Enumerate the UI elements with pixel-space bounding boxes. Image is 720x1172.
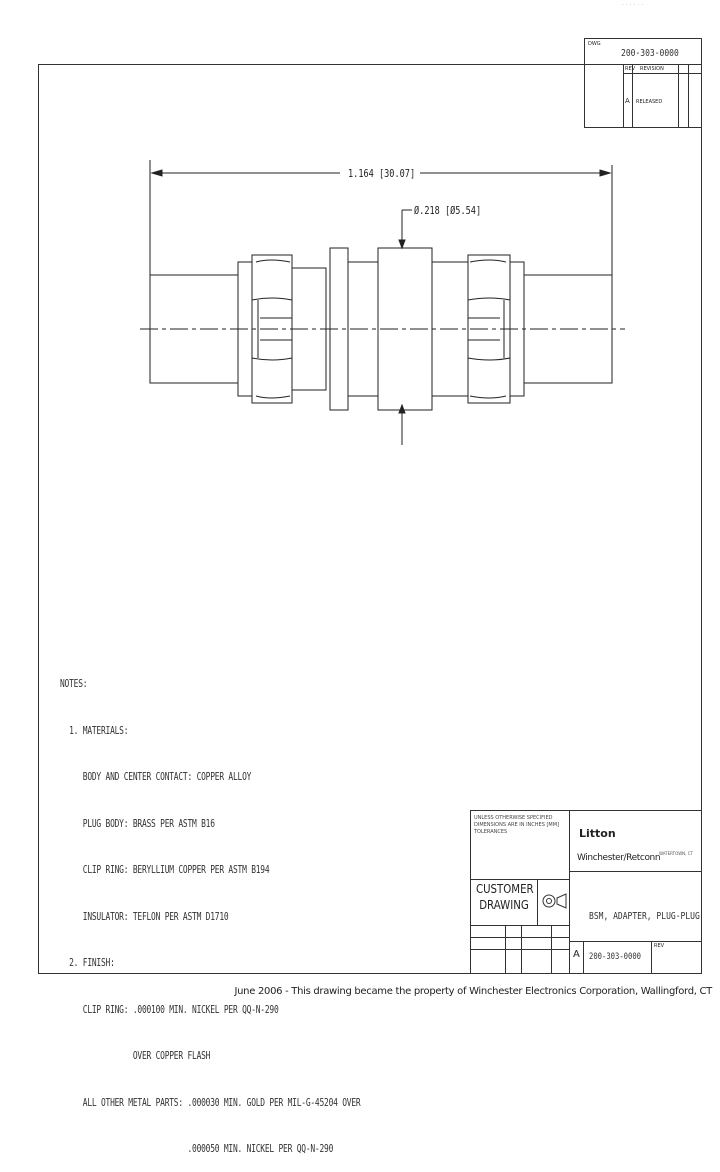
drawing-frame <box>38 64 702 974</box>
division-name: Winchester/Retconn <box>577 853 661 863</box>
notes-title: NOTES: <box>60 677 88 690</box>
revision-table: REVISION REV A RELEASED <box>623 65 702 127</box>
company-logo: Litton <box>579 827 616 840</box>
corner-mark: . . . . . . <box>622 0 643 7</box>
center-body <box>377 247 433 411</box>
division-address: WATERTOWN, CT <box>659 851 693 856</box>
notes-line: BODY AND CENTER CONTACT: COPPER ALLOY <box>60 770 252 783</box>
notes-block: NOTES: 1. MATERIALS: BODY AND CENTER CON… <box>60 645 361 1172</box>
footer-note: June 2006 - This drawing became the prop… <box>234 986 712 997</box>
rev-col-label: REV <box>625 66 636 72</box>
notes-line: CLIP RING: .000100 MIN. NICKEL PER QQ-N-… <box>60 1002 279 1016</box>
rev-header: REVISION <box>640 66 664 72</box>
dim-arrow-right <box>599 169 612 177</box>
tolerance-block: UNLESS OTHERWISE SPECIFIED DIMENSIONS AR… <box>474 815 559 835</box>
third-angle-projection-icon <box>542 893 567 909</box>
dwg-no-label: DWG <box>588 41 601 47</box>
adapter-drawing: 1.164 [30.07] Ø.218 [Ø5.54] <box>140 160 625 445</box>
right-plug-body <box>523 274 613 384</box>
center-flange <box>329 247 349 411</box>
rev-description: RELEASED <box>636 99 663 105</box>
notes-line: CLIP RING: BERYLLIUM COPPER PER ASTM B19… <box>60 863 270 876</box>
diameter-arrow-top <box>398 239 406 250</box>
diameter-dimension: Ø.218 [Ø5.54] <box>414 204 481 217</box>
customer-drawing-label: CUSTOMER DRAWING <box>475 881 534 913</box>
drawing-number: 200-303-0000 <box>621 48 679 59</box>
drawing-label: DRAWING <box>479 898 529 912</box>
drawing-size: A <box>573 949 580 960</box>
diameter-arrow-bottom <box>398 403 406 414</box>
title-block: UNLESS OTHERWISE SPECIFIED DIMENSIONS AR… <box>470 810 702 974</box>
notes-line: PLUG BODY: BRASS PER ASTM B16 <box>60 816 215 830</box>
drawing-number-cell: DWG 200-303-0000 <box>585 39 701 65</box>
dim-arrow-left <box>150 169 163 177</box>
drawing-page: { "drawing_number": "200-303-0000", "rev… <box>38 0 713 1155</box>
notes-line: OVER COPPER FLASH <box>60 1049 211 1062</box>
rev-letter: A <box>625 97 630 105</box>
customer-label: CUSTOMER <box>475 882 534 896</box>
part-description: BSM, ADAPTER, PLUG-PLUG <box>589 911 700 922</box>
notes-line: .000050 MIN. NICKEL PER QQ-N-290 <box>60 1142 334 1155</box>
revision-block: DWG 200-303-0000 REVISION REV A RELEASED <box>584 38 702 128</box>
notes-line: ALL OTHER METAL PARTS: .000030 MIN. GOLD… <box>60 1095 361 1109</box>
right-clip-ring <box>467 254 511 404</box>
left-clip-ring <box>251 254 293 404</box>
length-dimension: 1.164 [30.07] <box>348 168 415 180</box>
notes-line: INSULATOR: TEFLON PER ASTM D1710 <box>60 909 229 923</box>
notes-line: 1. MATERIALS: <box>60 723 129 737</box>
notes-line: 2. FINISH: <box>60 956 115 969</box>
rev-label: REV <box>654 943 665 949</box>
part-number: 200-303-0000 <box>589 952 642 962</box>
